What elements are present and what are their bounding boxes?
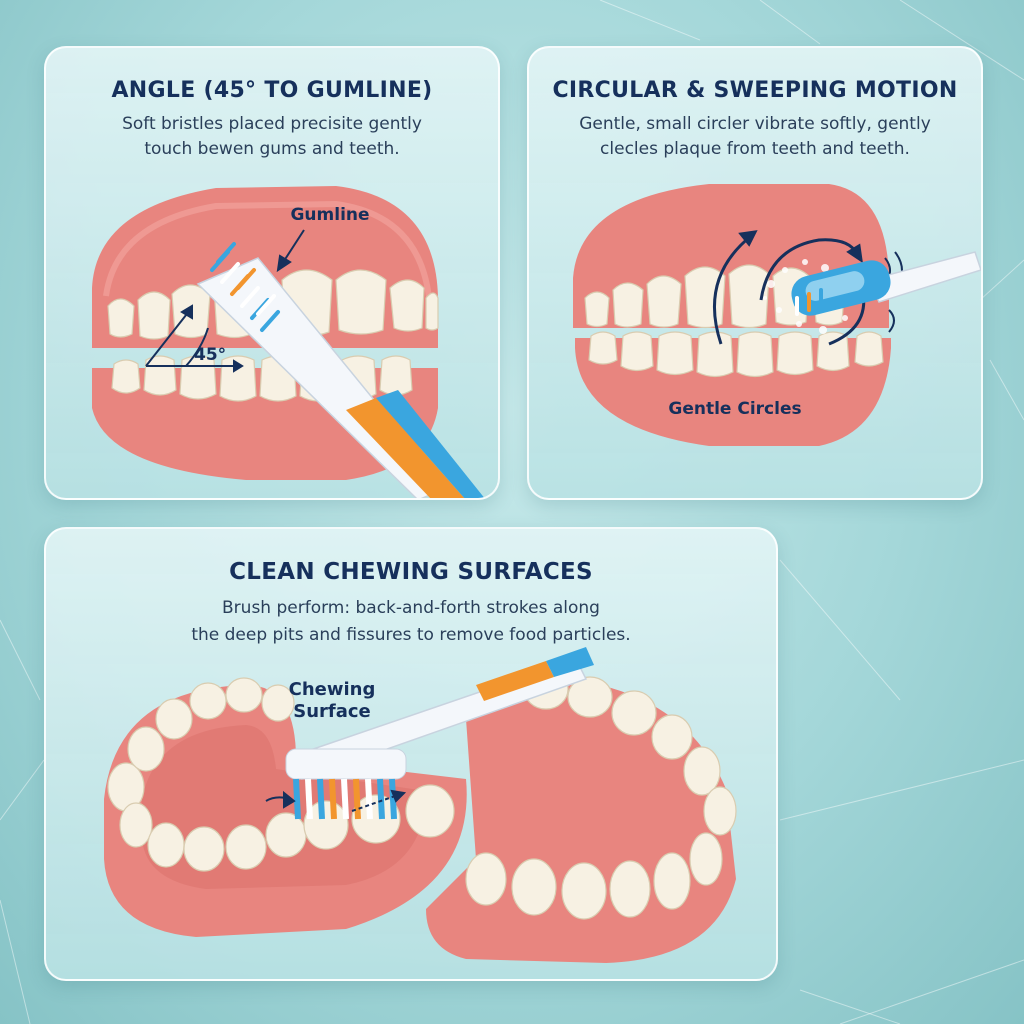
toothbrush-icon: [791, 251, 981, 316]
panel-description: Gentle, small circler vibrate softly, ge…: [579, 114, 931, 159]
gumline-label: Gumline: [290, 205, 369, 225]
lower-teeth: [588, 331, 884, 378]
lower-arch-teeth: [465, 668, 737, 920]
panel-title: CIRCULAR & SWEEPING MOTION: [552, 78, 958, 103]
upper-arch-teeth: [107, 677, 455, 872]
angle-label: 45°: [194, 345, 226, 365]
panel-chewing-surfaces: CLEAN CHEWING SURFACES Brush perform: ba…: [44, 527, 778, 981]
panel-title: ANGLE (45° TO GUMLINE): [111, 78, 433, 103]
chewing-surface-label-line1: Chewing: [289, 679, 376, 700]
chewing-surface-label-line2: Surface: [293, 701, 371, 722]
chewing-illustration: Chewing Surface: [104, 647, 737, 963]
panel-description: Soft bristles placed precisite gently to…: [122, 114, 422, 159]
angle-illustration: Gumline 45°: [92, 186, 485, 498]
toothbrush-icon: [196, 242, 485, 498]
angle-marker: [145, 304, 244, 373]
circular-illustration: Gentle Circles: [573, 184, 981, 446]
back-forth-arrow-icon: [265, 789, 407, 812]
circles-label: Gentle Circles: [668, 399, 801, 419]
panel-angle: ANGLE (45° TO GUMLINE) Soft bristles pla…: [44, 46, 500, 500]
gumline-arrow: [276, 229, 305, 273]
panel-description: Brush perform: back-and-forth strokes al…: [191, 598, 631, 645]
panel-title: CLEAN CHEWING SURFACES: [229, 559, 593, 585]
lower-arch-gum: [426, 677, 736, 963]
foam-bubbles: [763, 259, 851, 334]
panel-circular-motion: CIRCULAR & SWEEPING MOTION Gentle, small…: [527, 46, 983, 500]
toothbrush-icon: [285, 647, 594, 820]
